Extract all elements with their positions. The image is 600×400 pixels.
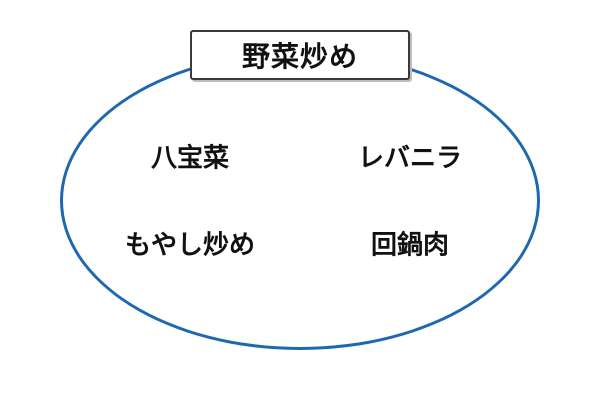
item-reba-nira: レバニラ [357, 143, 463, 174]
item-hoikoro: 回鍋肉 [370, 230, 450, 261]
category-title: 野菜炒め [241, 40, 358, 73]
item-moyashi-itame: もやし炒め [124, 230, 256, 261]
item-happosai: 八宝菜 [150, 143, 230, 174]
category-ellipse [60, 51, 540, 350]
category-label-box: 野菜炒め [190, 30, 410, 80]
